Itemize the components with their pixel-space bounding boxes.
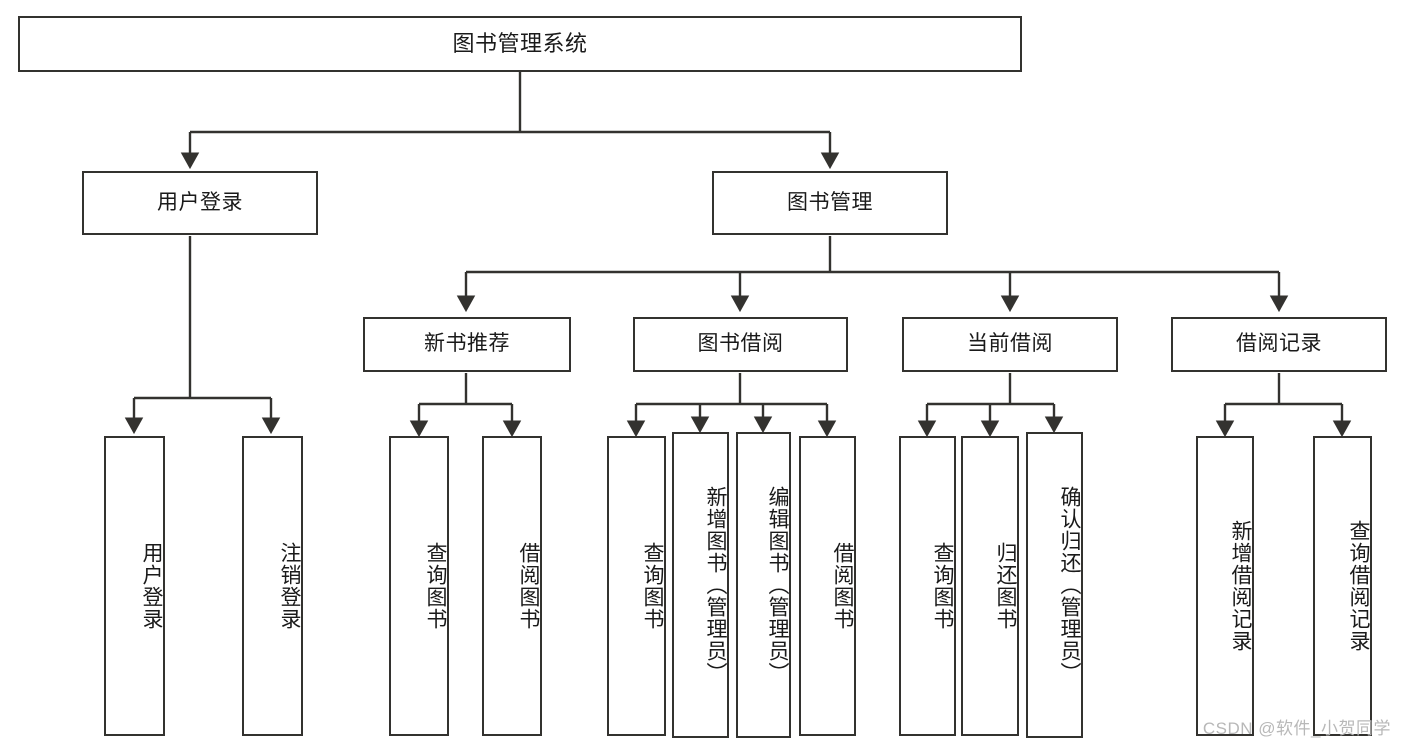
node-label: 当前借阅 [967, 332, 1053, 356]
node-label: 查询借阅记录 [1347, 520, 1370, 652]
node-label: 归还图书 [994, 542, 1017, 630]
node-label: 查询图书 [424, 542, 447, 630]
node-label: 图书管理 [787, 190, 873, 214]
node-label: 借阅图书 [831, 542, 854, 630]
node-label: 注销登录 [278, 542, 301, 630]
leaf-query-book-recommend[interactable]: 查询图书 [389, 436, 449, 736]
leaf-edit-book-admin[interactable]: 编辑图书（管理员） [736, 432, 791, 738]
node-label: 用户登录 [140, 542, 163, 630]
node-label: 查询图书 [641, 542, 664, 630]
node-book-management[interactable]: 图书管理 [712, 171, 948, 235]
leaf-add-book-admin[interactable]: 新增图书（管理员） [672, 432, 729, 738]
node-label: 新书推荐 [424, 332, 510, 356]
node-label: 新增图书（管理员） [704, 486, 727, 684]
leaf-borrow-book[interactable]: 借阅图书 [799, 436, 856, 736]
node-label: 编辑图书（管理员） [766, 486, 789, 684]
node-label: 借阅记录 [1236, 332, 1322, 356]
node-new-book-recommendation[interactable]: 新书推荐 [363, 317, 571, 372]
node-label: 确认归还（管理员） [1058, 486, 1081, 684]
node-label: 借阅图书 [517, 542, 540, 630]
leaf-return-book[interactable]: 归还图书 [961, 436, 1019, 736]
node-borrow-record[interactable]: 借阅记录 [1171, 317, 1387, 372]
csdn-watermark: CSDN @软件_小贺同学 [1202, 719, 1391, 738]
node-label: 图书借阅 [697, 332, 784, 356]
leaf-query-borrow-record[interactable]: 查询借阅记录 [1313, 436, 1372, 736]
leaf-logout-login[interactable]: 注销登录 [242, 436, 303, 736]
node-label: 查询图书 [931, 542, 954, 630]
node-label: 新增借阅记录 [1229, 520, 1252, 652]
node-book-borrow[interactable]: 图书借阅 [633, 317, 848, 372]
node-user-login[interactable]: 用户登录 [82, 171, 318, 235]
leaf-confirm-return-admin[interactable]: 确认归还（管理员） [1026, 432, 1083, 738]
leaf-query-book-current[interactable]: 查询图书 [899, 436, 956, 736]
node-root-book-management-system[interactable]: 图书管理系统 [18, 16, 1022, 72]
node-current-borrow[interactable]: 当前借阅 [902, 317, 1118, 372]
leaf-query-book-borrow[interactable]: 查询图书 [607, 436, 666, 736]
node-label: 用户登录 [157, 190, 243, 214]
node-label: 图书管理系统 [452, 31, 588, 57]
leaf-add-borrow-record[interactable]: 新增借阅记录 [1196, 436, 1254, 736]
leaf-user-login[interactable]: 用户登录 [104, 436, 165, 736]
leaf-borrow-book-recommend[interactable]: 借阅图书 [482, 436, 542, 736]
